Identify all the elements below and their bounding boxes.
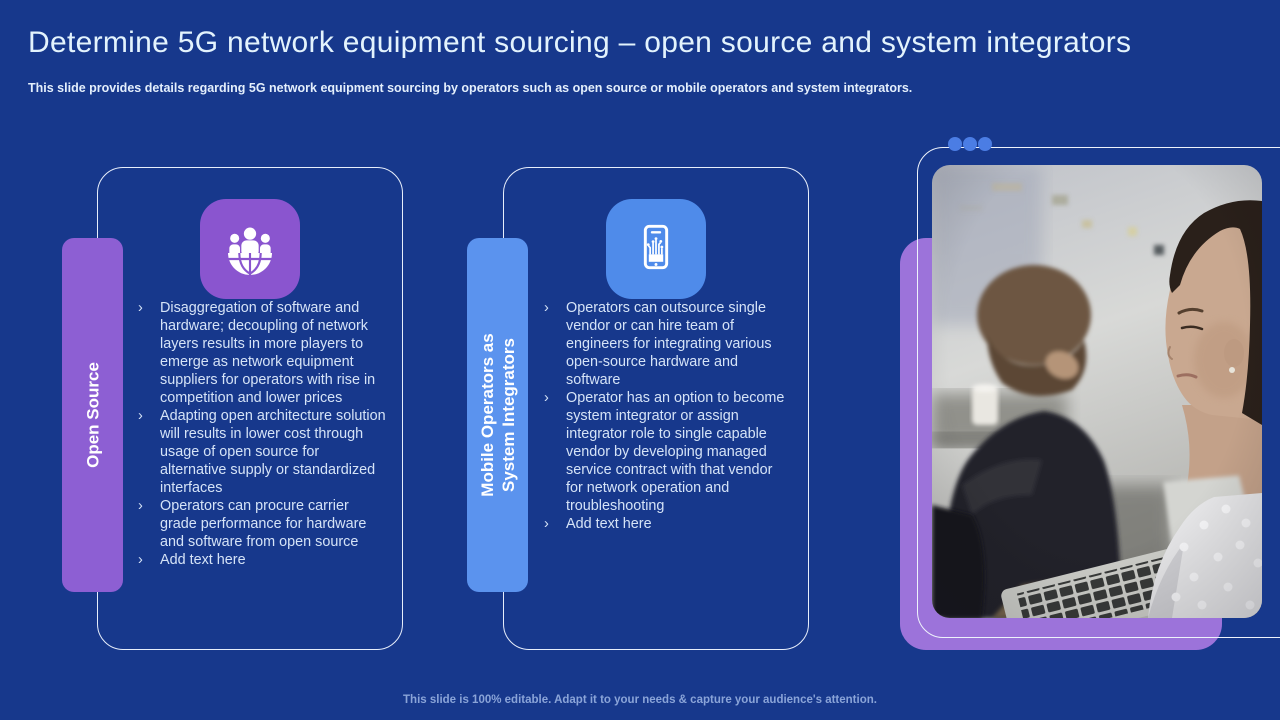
- bullet-item: › Operators can outsource single vendor o…: [544, 299, 792, 389]
- system-integrators-card: › Operators can outsource single vendor o…: [503, 167, 809, 650]
- team-globe-icon: [200, 199, 300, 299]
- bullet-item: › Add text here: [138, 551, 386, 569]
- open-source-bullet-list: › Disaggregation of software and hardware…: [138, 299, 386, 569]
- bullet-text: Add text here: [566, 516, 652, 532]
- bullet-item: › Adapting open architecture solution wil…: [138, 407, 386, 497]
- system-integrators-tab: Mobile Operators as System Integrators: [467, 238, 528, 592]
- page-title: Determine 5G network equipment sourcing …: [28, 26, 1132, 59]
- system-integrators-bullet-list: › Operators can outsource single vendor o…: [544, 299, 792, 533]
- bullet-marker: ›: [544, 516, 549, 532]
- team-photo: [932, 165, 1262, 618]
- bullet-text: Add text here: [160, 552, 246, 568]
- bullet-marker: ›: [138, 552, 143, 568]
- tab-label: Open Source: [82, 362, 102, 468]
- bullet-text: Operators can procure carrier grade perf…: [160, 498, 367, 550]
- photo-frame-outline: [917, 147, 1280, 638]
- slide-subtitle: This slide provides details regarding 5G…: [28, 81, 913, 95]
- open-source-tab: Open Source: [62, 238, 123, 592]
- bullet-marker: ›: [544, 300, 549, 316]
- tab-label: Mobile Operators as System Integrators: [477, 333, 518, 497]
- bullet-item: › Operator has an option to become system…: [544, 389, 792, 515]
- bullet-item: › Operators can procure carrier grade per…: [138, 497, 386, 551]
- team-photo-illustration: [932, 165, 1262, 618]
- bullet-item: › Add text here: [544, 515, 792, 533]
- bullet-marker: ›: [544, 390, 549, 406]
- bullet-marker: ›: [138, 498, 143, 514]
- accent-dots: [948, 137, 992, 151]
- bullet-item: › Disaggregation of software and hardware…: [138, 299, 386, 407]
- smartphone-circuit-icon: [606, 199, 706, 299]
- bullet-marker: ›: [138, 408, 143, 424]
- footer-note: This slide is 100% editable. Adapt it to…: [403, 694, 877, 706]
- smartphone-circuit-glyph: [643, 224, 669, 270]
- open-source-card: › Disaggregation of software and hardware…: [97, 167, 403, 650]
- bullet-marker: ›: [138, 300, 143, 316]
- bullet-text: Disaggregation of software and hardware;…: [160, 300, 376, 406]
- team-globe-glyph: [228, 227, 272, 275]
- bullet-text: Adapting open architecture solution will…: [160, 408, 386, 496]
- dot: [963, 137, 977, 151]
- dot: [978, 137, 992, 151]
- bullet-text: Operator has an option to become system …: [566, 390, 785, 514]
- dot: [948, 137, 962, 151]
- bullet-text: Operators can outsource single vendor or…: [566, 300, 772, 388]
